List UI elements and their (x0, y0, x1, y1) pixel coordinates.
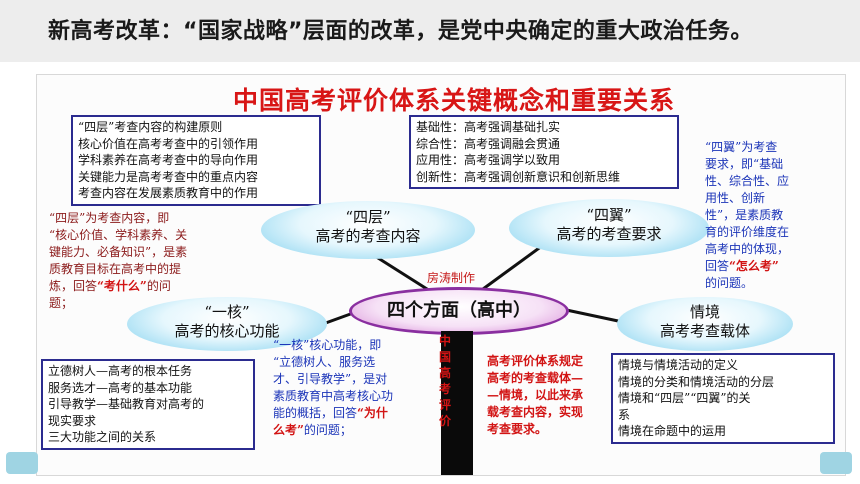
node-label: 情境 (689, 303, 720, 321)
list-item: “四层”考查内容的构建原则 (78, 120, 223, 134)
central-stem (441, 331, 473, 475)
node-label: 高考的考查要求 (556, 225, 662, 243)
note-line: 要求，即“基础 (705, 157, 784, 171)
note-line: 么考”的问题； (273, 422, 443, 439)
note-line: 的问题。 (705, 276, 754, 290)
list-item: 情境与情境活动的定义 (618, 358, 739, 372)
situation-note: 高考评价体系规定 高考的考查载体— —情境，以此来承 载考查内容，实现 考查要求… (487, 353, 611, 438)
header-bar (0, 0, 860, 62)
note-text: 的问 (146, 279, 171, 293)
note-line: 育的评价维度在 (705, 225, 790, 239)
note-line: 性、综合性、应 (705, 174, 790, 188)
note-line: 用性、创新 (705, 191, 766, 205)
one-core-note: “一核”核心功能，即 “立德树人、服务选 才、引导教学”，是对 素质教育中高考核… (273, 337, 443, 439)
note-line: “四翼”为考查 (705, 140, 778, 154)
list-item: 核心价值在高考考查中的引领作用 (78, 136, 259, 151)
page-title: 新高考改革：“国家战略”层面的改革，是党中央确定的重大政治任务。 (48, 19, 753, 44)
stem-label: 中国高考评价 (437, 333, 453, 429)
note-question: “考什么” (97, 279, 147, 293)
note-line: “核心价值、学科素养、关 (49, 228, 188, 242)
diagram-title: 中国高考评价体系关键概念和重要关系 (233, 86, 676, 115)
note-line: 键能力、必备知识”，是素 (49, 245, 188, 259)
note-line: “一核”核心功能，即 (273, 338, 382, 352)
note-line: 回答“怎么考” (705, 258, 841, 275)
four-wings-note: “四翼”为考查 要求，即“基础 性、综合性、应 用性、创新 性”，是素质教 育的… (705, 139, 841, 292)
stem-char: 评 (438, 398, 451, 412)
note-line: —情境，以此来承 (487, 388, 584, 402)
mind-map-diagram: 中国高考评价体系关键概念和重要关系 “四层”考查内容的构建原则 核心价值在高考考… (36, 74, 846, 476)
node-label: “一核” (204, 303, 250, 321)
center-node: 四个方面（高中） (349, 287, 569, 335)
note-text: 能的概括，回答 (273, 406, 358, 420)
list-item: 情境的分类和情境活动的分层 (618, 374, 775, 389)
list-item: 情境在命题中的运用 (618, 424, 727, 438)
node-label: “四翼” (586, 206, 632, 224)
note-line: 炼，回答“考什么”的问 (49, 278, 259, 295)
note-line: 高考评价体系规定 (487, 354, 584, 368)
stem-char: 国 (438, 350, 451, 364)
note-line: 高考中的体现， (705, 242, 790, 256)
list-item: 应用性：高考强调学以致用 (416, 153, 561, 167)
node-label: 高考的考查内容 (315, 227, 421, 245)
note-text: 炼，回答 (49, 279, 98, 293)
node-label: 高考的核心功能 (174, 322, 280, 340)
list-item: 三大功能之间的关系 (48, 430, 157, 444)
four-wings-node: “四翼” 高考的考查要求 (509, 199, 709, 257)
note-line: 质教育目标在高考中的提 (49, 262, 182, 276)
stem-char: 考 (438, 382, 451, 396)
note-line: 考查要求。 (487, 422, 548, 436)
list-item: 引导教学—基础教育对高考的 (48, 397, 205, 411)
note-line: 素质教育中高考核心功 (273, 389, 394, 403)
situation-node: 情境 高考考查载体 (617, 297, 793, 351)
node-label: 高考考查载体 (659, 322, 750, 340)
note-text: 的问题； (303, 423, 352, 437)
note-question: “怎么考” (729, 259, 779, 273)
note-line: 能的概括，回答“为什 (273, 405, 443, 422)
note-line: “立德树人、服务选 (273, 355, 376, 369)
note-question: “为什 (357, 406, 388, 420)
list-item: 系 (618, 407, 631, 422)
four-layers-note: “四层”为考查内容，即 “核心价值、学科素养、关 键能力、必备知识”，是素 质教… (49, 210, 259, 312)
note-line: 题； (49, 296, 74, 310)
list-item: 综合性：高考强调融会贯通 (416, 136, 561, 151)
list-item: 立德树人—高考的根本任务 (48, 364, 193, 378)
note-line: 才、引导教学”，是对 (273, 372, 388, 386)
list-item: 学科素养在高考考查中的导向作用 (78, 153, 259, 167)
puzzle-icon (820, 452, 852, 474)
note-question: 么考” (273, 423, 304, 437)
stem-char: 高 (438, 366, 451, 380)
situation-box: 情境与情境活动的定义 情境的分类和情境活动的分层 情境和“四层”“四翼”的关 系… (611, 353, 835, 444)
list-item: 创新性：高考强调创新意识和创新思维 (416, 169, 621, 184)
list-item: 情境和“四层”“四翼”的关 (618, 391, 751, 405)
four-layers-box: “四层”考查内容的构建原则 核心价值在高考考查中的引领作用 学科素养在高考考查中… (71, 115, 321, 206)
note-line: 载考查内容，实现 (487, 405, 584, 419)
one-core-box: 立德树人—高考的根本任务 服务选才—高考的基本功能 引导教学—基础教育对高考的 … (41, 359, 255, 450)
list-item: 现实要求 (48, 413, 97, 428)
list-item: 基础性：高考强调基础扎实 (416, 120, 561, 134)
four-wings-box: 基础性：高考强调基础扎实 综合性：高考强调融会贯通 应用性：高考强调学以致用 创… (409, 115, 679, 189)
stem-char: 价 (438, 414, 451, 428)
note-line: 高考的考查载体— (487, 371, 584, 385)
list-item: 考查内容在发展素质教育中的作用 (78, 186, 259, 200)
author-label: 房涛制作 (427, 271, 476, 285)
list-item: 关键能力是高考考查中的重点内容 (78, 169, 259, 184)
note-text: 回答 (705, 259, 730, 273)
note-line: “四层”为考查内容，即 (49, 211, 170, 225)
one-core-node: “一核” 高考的核心功能 (127, 297, 327, 351)
stem-char: 中 (438, 334, 451, 348)
node-label: “四层” (345, 208, 391, 226)
puzzle-icon (6, 452, 38, 474)
four-layers-node: “四层” 高考的考查内容 (261, 201, 475, 259)
list-item: 服务选才—高考的基本功能 (48, 380, 193, 395)
note-line: 性”，是素质教 (705, 208, 784, 222)
